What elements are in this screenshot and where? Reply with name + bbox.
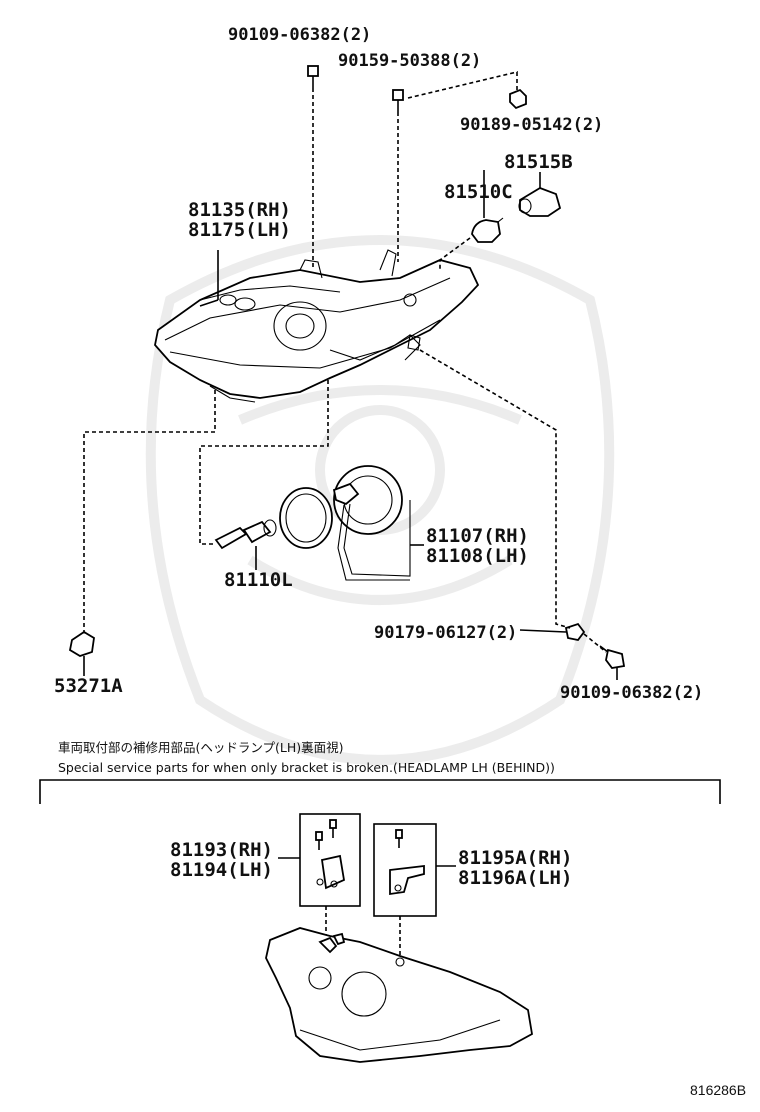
bulb-81110L xyxy=(214,519,277,550)
bulb-81510C xyxy=(471,217,504,243)
label-90109-top: 90109-06382(2) xyxy=(228,25,371,45)
label-81193: 81193(RH) xyxy=(170,839,273,861)
label-90109-bottom: 90109-06382(2) xyxy=(560,683,703,703)
label-90179: 90179-06127(2) xyxy=(374,623,517,643)
screw-90159 xyxy=(392,89,404,112)
socket-81515B xyxy=(518,187,562,217)
label-81135: 81135(RH) xyxy=(188,199,291,221)
cap-81107 xyxy=(279,465,411,581)
figure-id: 816286B xyxy=(690,1082,746,1098)
label-81515B: 81515B xyxy=(504,151,573,173)
label-81196A: 81196A(LH) xyxy=(458,867,572,889)
bolt-90109-top xyxy=(307,65,319,88)
label-81175: 81175(LH) xyxy=(188,219,291,241)
clip-53271A xyxy=(68,630,95,657)
note-english: Special service parts for when only brac… xyxy=(58,760,555,775)
label-53271A: 53271A xyxy=(54,675,123,697)
label-90189: 90189-05142(2) xyxy=(460,115,603,135)
headlamp-lh-behind xyxy=(265,927,533,1063)
label-81510C: 81510C xyxy=(444,181,513,203)
nut-90189 xyxy=(509,88,527,110)
label-81107: 81107(RH) xyxy=(426,525,529,547)
label-81108: 81108(LH) xyxy=(426,545,529,567)
note-japanese: 車両取付部の補修用部品(ヘッドランプ(LH)裏面視) xyxy=(58,740,344,755)
label-90159: 90159-50388(2) xyxy=(338,51,481,71)
bracket-81195A-box xyxy=(373,823,437,917)
bolt-90109-bottom xyxy=(599,645,626,669)
section-bracket xyxy=(39,779,721,804)
label-81194: 81194(LH) xyxy=(170,859,273,881)
bracket-81193-box xyxy=(299,813,361,907)
label-81110L: 81110L xyxy=(224,569,293,591)
leader-lines xyxy=(83,70,618,680)
headlamp-assembly xyxy=(154,249,480,403)
clip-90179 xyxy=(564,622,586,641)
label-81195A: 81195A(RH) xyxy=(458,847,572,869)
